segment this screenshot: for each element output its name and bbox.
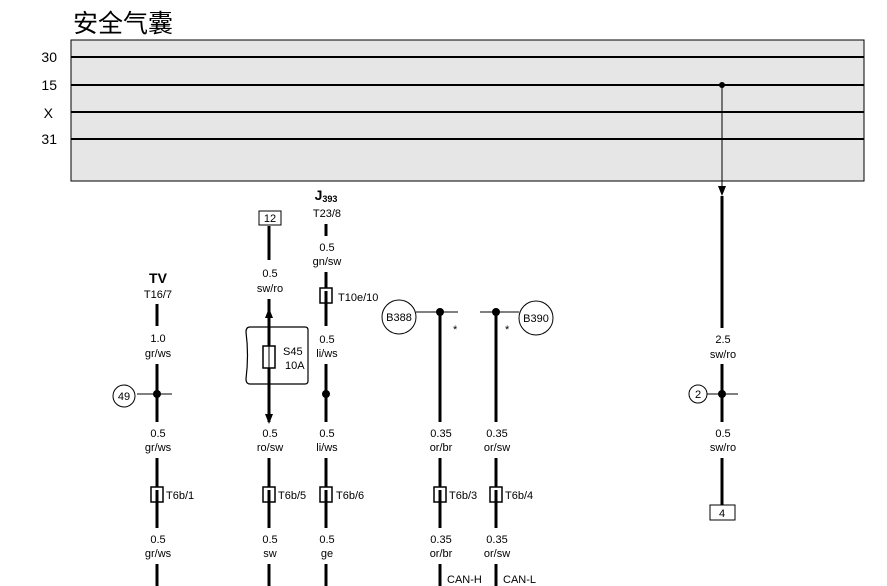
j393-splice-dot: [322, 390, 330, 398]
j393-label: J393: [315, 187, 338, 204]
t6b4-label: T6b/4: [505, 490, 533, 502]
ref-2-circle: [688, 384, 708, 404]
s45-fuse-box: [245, 326, 309, 385]
power-rail-box: [70, 39, 865, 182]
can-l-wire-mid-size: 0.35: [486, 428, 507, 440]
ref-4-label: 4: [719, 508, 725, 520]
s45-wire-bot-size: 0.5: [262, 534, 277, 546]
right-wire-bot-size: 0.5: [715, 428, 730, 440]
rail-label-30: 30: [41, 49, 57, 65]
diagram-title: 安全气囊: [73, 9, 173, 38]
j393-wire-m2-size: 0.5: [319, 428, 334, 440]
j393-wire-top-size: 0.5: [319, 242, 334, 254]
s45-arrow-up-icon: [265, 308, 273, 318]
j393-wire-bot-color: ge: [321, 548, 333, 560]
rail-label-15: 15: [41, 77, 57, 93]
s45-wire-top-color: sw/ro: [257, 283, 283, 295]
j393-wire-top-color: gn/sw: [313, 256, 342, 268]
tv-splice-dot: [153, 390, 161, 398]
j393-wire-m1-color: li/ws: [316, 348, 338, 360]
right-wire-top-size: 2.5: [715, 334, 730, 346]
can-h-wire-bot-size: 0.35: [430, 534, 451, 546]
s45-wire-mid-size: 0.5: [262, 428, 277, 440]
tv-wire-mid-color: gr/ws: [145, 442, 172, 454]
right-wire-bot-color: sw/ro: [710, 442, 736, 454]
ref-2-label: 2: [695, 389, 701, 401]
t6b3-label: T6b/3: [449, 490, 477, 502]
j393-wire-m2-color: li/ws: [316, 442, 338, 454]
s45-arrow-down-icon: [265, 414, 273, 424]
can-h-wire-mid-size: 0.35: [430, 428, 451, 440]
j393-wire-m1-size: 0.5: [319, 334, 334, 346]
can-h-label: CAN-H: [447, 574, 482, 586]
s45-wire-bot-color: sw: [263, 548, 277, 560]
b390-circle: [518, 300, 554, 336]
tv-wire-top-color: gr/ws: [145, 348, 172, 360]
b390-label: B390: [523, 313, 549, 325]
tv-wire-top-size: 1.0: [150, 333, 165, 345]
j393-pin: T23/8: [313, 208, 341, 220]
t6b1-label: T6b/1: [166, 490, 194, 502]
right-splice-dot: [718, 390, 726, 398]
ref-12-label: 12: [264, 213, 276, 225]
b388-circle: [381, 299, 417, 335]
tv-wire-bot-size: 0.5: [150, 534, 165, 546]
can-l-asterisk: *: [505, 324, 510, 336]
can-l-label: CAN-L: [503, 574, 536, 586]
rail-15-arrow-icon: [718, 186, 726, 196]
can-h-wire-bot-color: or/br: [430, 548, 453, 560]
right-wire-top-color: sw/ro: [710, 349, 736, 361]
tv-pin: T16/7: [144, 289, 172, 301]
ref-4-box: [709, 504, 736, 521]
b388-label: B388: [386, 312, 412, 324]
rail-label-31: 31: [41, 131, 57, 147]
t6b6-label: T6b/6: [336, 490, 364, 502]
can-h-asterisk: *: [453, 324, 458, 336]
t10e10-label: T10e/10: [338, 292, 378, 304]
can-l-wire-bot-size: 0.35: [486, 534, 507, 546]
can-l-wire-bot-color: or/sw: [484, 548, 510, 560]
ref-49-circle: [112, 384, 136, 408]
tv-label: TV: [149, 270, 168, 286]
s45-rating: 10A: [285, 360, 305, 372]
ref-49-label: 49: [118, 391, 130, 403]
ref-12-box: [258, 210, 282, 226]
tv-wire-bot-color: gr/ws: [145, 548, 172, 560]
can-h-wire-mid-color: or/br: [430, 442, 453, 454]
t6b5-label: T6b/5: [278, 490, 306, 502]
s45-label: S45: [283, 346, 303, 358]
tv-wire-mid-size: 0.5: [150, 428, 165, 440]
rail-label-x: X: [44, 105, 54, 121]
j393-wire-bot-size: 0.5: [319, 534, 334, 546]
s45-wire-mid-color: ro/sw: [257, 442, 283, 454]
can-l-wire-mid-color: or/sw: [484, 442, 510, 454]
s45-wire-top-size: 0.5: [262, 268, 277, 280]
